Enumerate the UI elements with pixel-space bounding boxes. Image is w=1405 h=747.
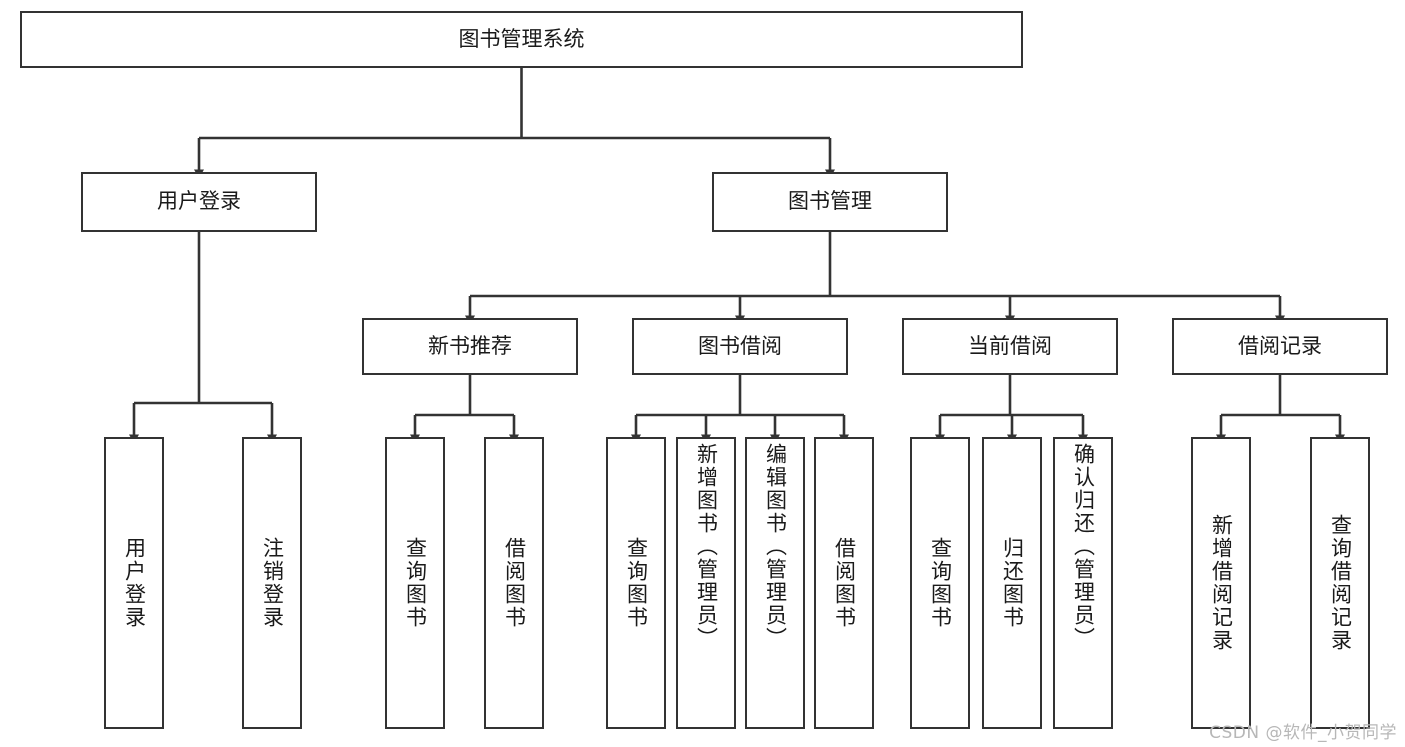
node-label-l-qbook3: 查询图书 — [928, 537, 953, 629]
csdn-watermark: CSDN @软件_小贺同学 — [1209, 723, 1397, 743]
node-l-confirm[interactable]: 确认归还（管理员） — [1053, 437, 1113, 729]
node-label-l-logout: 注销登录 — [260, 537, 285, 629]
node-label-records: 借阅记录 — [1238, 333, 1322, 358]
node-label-borrow: 图书借阅 — [698, 333, 782, 358]
node-l-addrec[interactable]: 新增借阅记录 — [1191, 437, 1251, 729]
node-label-l-bbook2: 借阅图书 — [832, 537, 857, 629]
node-label-newbook: 新书推荐 — [428, 333, 512, 358]
node-label-l-qbook2: 查询图书 — [624, 537, 649, 629]
node-label-l-confirm: 确认归还（管理员） — [1071, 443, 1096, 650]
node-l-logout[interactable]: 注销登录 — [242, 437, 302, 729]
node-l-qbook2[interactable]: 查询图书 — [606, 437, 666, 729]
node-label-current: 当前借阅 — [968, 333, 1052, 358]
node-label-l-login: 用户登录 — [122, 537, 147, 629]
node-label-l-editbook: 编辑图书（管理员） — [763, 443, 788, 650]
node-login[interactable]: 用户登录 — [81, 172, 317, 232]
node-current[interactable]: 当前借阅 — [902, 318, 1118, 375]
node-borrow[interactable]: 图书借阅 — [632, 318, 848, 375]
node-label-bookmgmt: 图书管理 — [788, 189, 872, 214]
node-l-login[interactable]: 用户登录 — [104, 437, 164, 729]
node-l-qrec[interactable]: 查询借阅记录 — [1310, 437, 1370, 729]
node-l-return[interactable]: 归还图书 — [982, 437, 1042, 729]
node-label-l-addrec: 新增借阅记录 — [1209, 514, 1234, 652]
node-l-bbook2[interactable]: 借阅图书 — [814, 437, 874, 729]
node-root[interactable]: 图书管理系统 — [20, 11, 1023, 68]
node-label-l-addbook: 新增图书（管理员） — [694, 443, 719, 650]
node-bookmgmt[interactable]: 图书管理 — [712, 172, 948, 232]
node-label-l-bbook1: 借阅图书 — [502, 537, 527, 629]
node-newbook[interactable]: 新书推荐 — [362, 318, 578, 375]
node-label-l-qrec: 查询借阅记录 — [1328, 514, 1353, 652]
node-label-l-return: 归还图书 — [1000, 537, 1025, 629]
node-l-editbook[interactable]: 编辑图书（管理员） — [745, 437, 805, 729]
node-label-l-qbook1: 查询图书 — [403, 537, 428, 629]
node-l-addbook[interactable]: 新增图书（管理员） — [676, 437, 736, 729]
node-l-qbook1[interactable]: 查询图书 — [385, 437, 445, 729]
node-records[interactable]: 借阅记录 — [1172, 318, 1388, 375]
node-label-login: 用户登录 — [157, 189, 241, 214]
node-l-qbook3[interactable]: 查询图书 — [910, 437, 970, 729]
node-label-root: 图书管理系统 — [458, 26, 585, 51]
node-l-bbook1[interactable]: 借阅图书 — [484, 437, 544, 729]
